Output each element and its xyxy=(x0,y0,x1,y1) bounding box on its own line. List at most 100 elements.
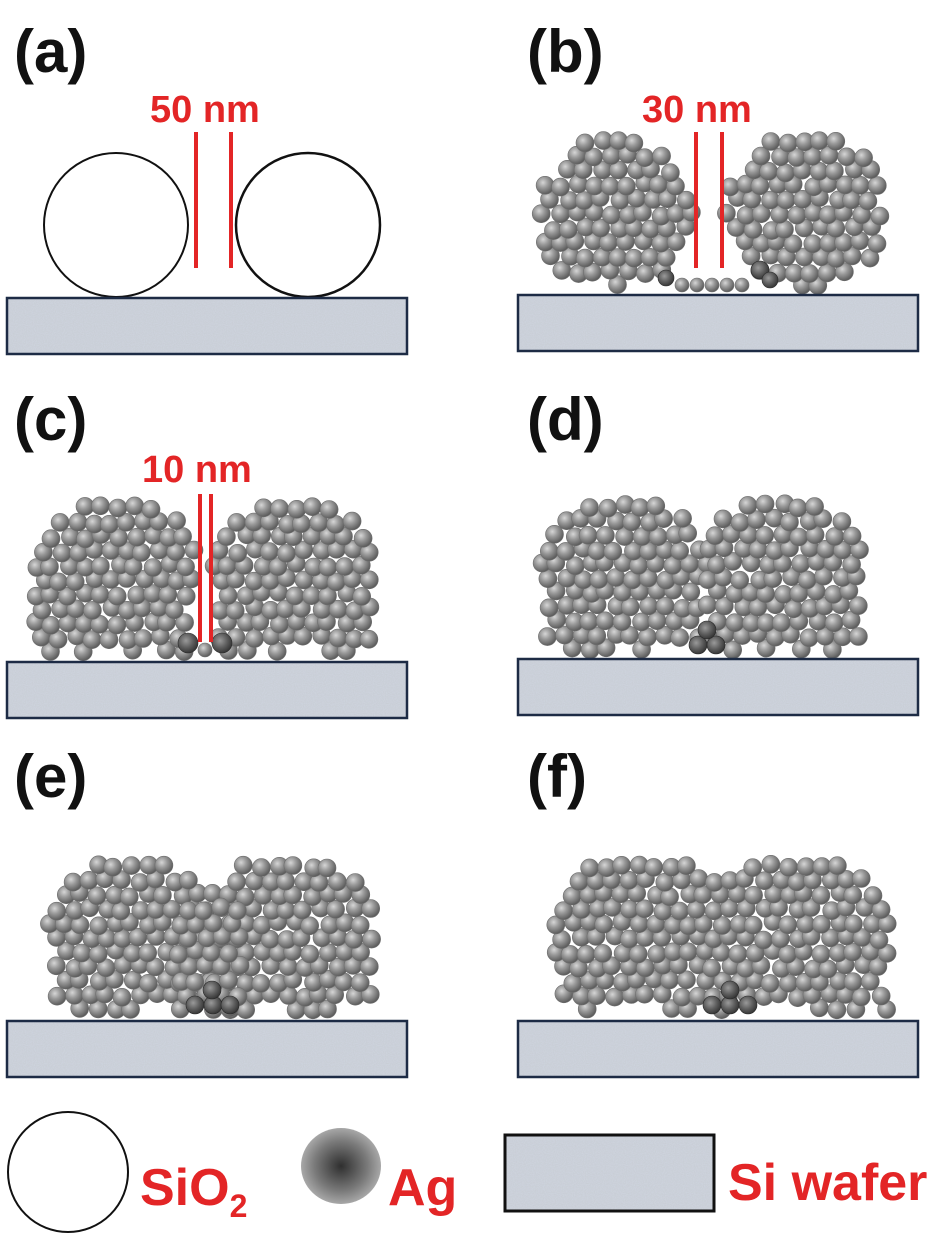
ag-particle xyxy=(628,944,648,964)
ag-particle xyxy=(702,958,721,978)
ag-particle xyxy=(254,498,273,518)
ag-particle xyxy=(755,494,775,514)
ag-particle xyxy=(812,914,831,934)
si-wafer xyxy=(516,1019,920,1079)
ag-particle xyxy=(587,541,607,561)
ag-particle xyxy=(705,526,725,546)
ag-particle xyxy=(123,970,143,990)
ag-particle xyxy=(652,146,671,166)
ag-particle xyxy=(646,496,666,516)
ag-clusters xyxy=(546,854,897,1020)
gap-label-a: 50 nm xyxy=(150,89,260,131)
ag-particle xyxy=(580,498,599,517)
ag-particle xyxy=(345,873,365,892)
ag-particle xyxy=(167,511,186,531)
ag-particle xyxy=(268,557,288,577)
ag-particle xyxy=(202,980,222,1000)
ag-particle xyxy=(844,914,863,934)
ag-particle xyxy=(169,945,188,964)
ag-particle xyxy=(185,995,205,1015)
panel-b: (b) 30 nm xyxy=(516,18,920,353)
ag-particle xyxy=(591,218,611,238)
ag-particle xyxy=(127,527,147,547)
ag-particle xyxy=(139,973,158,993)
ag-particle xyxy=(609,131,628,150)
si-wafer-icon xyxy=(503,1133,716,1213)
ag-particle xyxy=(725,613,745,633)
ag-particle xyxy=(579,611,599,631)
ag-particle xyxy=(593,944,613,963)
ag-particle xyxy=(153,885,172,905)
ag-particle xyxy=(842,526,862,546)
ag-particle xyxy=(179,870,198,890)
ag-particle xyxy=(738,496,758,515)
ag-particle xyxy=(673,509,692,528)
sio2-sphere-icon xyxy=(7,1111,129,1233)
ag-particle xyxy=(800,264,819,283)
ag-particle xyxy=(825,161,844,181)
ag-particle xyxy=(636,264,655,283)
si-wafer xyxy=(516,657,920,717)
si-wafer xyxy=(516,293,920,353)
ag-particle xyxy=(228,543,247,563)
ag-particle xyxy=(580,858,599,878)
ag-particle xyxy=(617,176,636,196)
ag-particle xyxy=(751,146,771,166)
ag-particle xyxy=(811,886,831,905)
ag-particle xyxy=(670,628,690,647)
ag-particle xyxy=(851,869,871,888)
ag-particle xyxy=(576,944,596,964)
ag-particle xyxy=(91,496,110,516)
ag-particle xyxy=(713,509,733,529)
ag-particle xyxy=(791,554,810,574)
ag-particle xyxy=(587,626,607,646)
ag-particle xyxy=(828,856,847,876)
panel-f-label: (f) xyxy=(527,743,587,810)
ag-particle xyxy=(41,529,61,549)
ag-particle xyxy=(107,615,127,635)
ag-particle xyxy=(778,133,798,153)
ag-particle xyxy=(760,974,780,993)
ag-particle xyxy=(87,886,107,906)
ag-particle xyxy=(826,132,846,151)
ag-particle xyxy=(644,858,664,877)
legend-si-wafer-label: Si wafer xyxy=(728,1154,927,1212)
ag-particle xyxy=(809,131,829,150)
ag-particle xyxy=(761,132,781,151)
ag-particle xyxy=(270,499,289,518)
ag-particle xyxy=(811,944,831,964)
ag-particle xyxy=(871,900,891,919)
ag-particle xyxy=(91,556,110,576)
ag-particle xyxy=(620,597,640,617)
ag-particle xyxy=(122,856,141,875)
ag-particle xyxy=(108,498,128,518)
ag-particle xyxy=(127,585,147,605)
ag-particle xyxy=(63,872,83,892)
si-wafer xyxy=(5,296,409,356)
ag-particle xyxy=(350,915,370,935)
ag-particle xyxy=(799,628,819,648)
ag-particle xyxy=(352,587,372,606)
legend: SiO2 Ag Si wafer xyxy=(7,1111,927,1233)
ag-particle xyxy=(227,513,246,532)
ag-particle xyxy=(143,558,163,577)
ag-particle xyxy=(227,872,246,892)
ag-particle xyxy=(361,899,381,918)
ag-particle xyxy=(706,635,726,655)
ag-particle xyxy=(531,204,551,223)
ag-particle xyxy=(776,190,796,210)
gap-label-c: 10 nm xyxy=(142,449,252,491)
ag-particle xyxy=(220,995,240,1015)
ag-particle xyxy=(112,987,132,1007)
ag-particle xyxy=(326,899,345,919)
ag-particle xyxy=(837,147,857,167)
ag-particle xyxy=(578,525,598,545)
legend-ag-label: Ag xyxy=(388,1159,457,1217)
ag-particle xyxy=(704,901,724,921)
legend-sio2-label: SiO2 xyxy=(140,1159,247,1224)
ag-particle xyxy=(259,542,279,561)
ag-particle xyxy=(870,206,890,226)
ag-particle xyxy=(754,930,773,950)
ag-particle xyxy=(50,513,70,532)
ag-particle xyxy=(730,570,750,590)
